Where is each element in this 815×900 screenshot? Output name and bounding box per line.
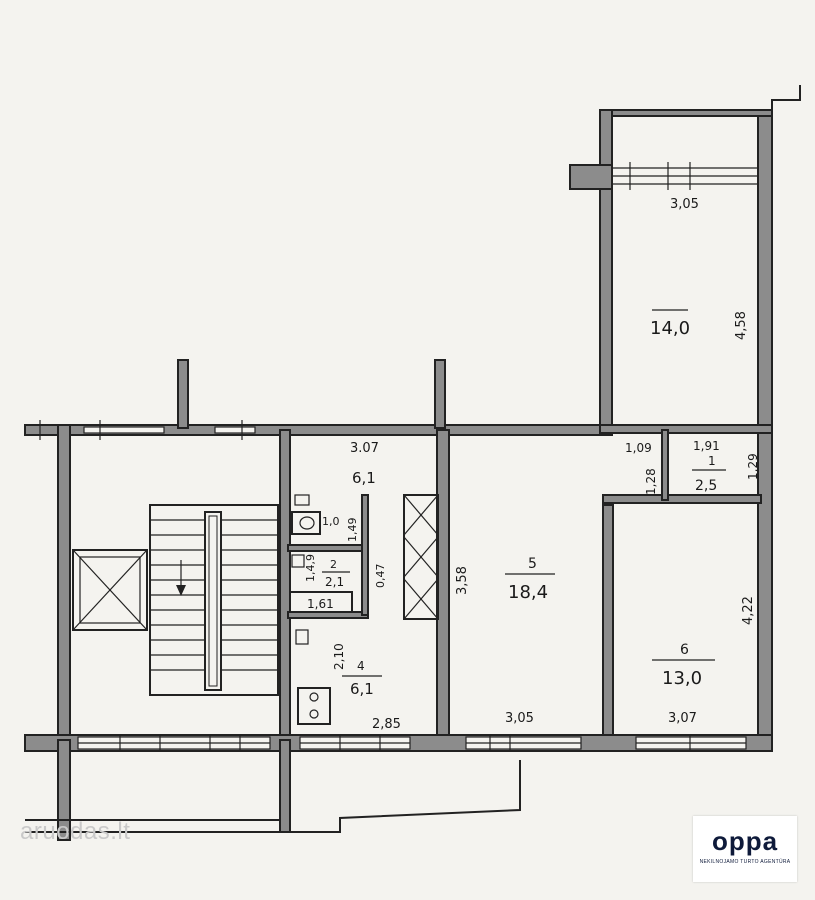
wall-room5-room6 (602, 504, 614, 746)
room1-left-wall (661, 429, 669, 501)
room7-depth: 4,58 (734, 311, 749, 340)
room2-number: 2 (330, 558, 337, 571)
stair-direction-arrow (176, 585, 186, 596)
room3-width: 3.07 (350, 441, 379, 456)
wall-stair-kitchen (279, 429, 291, 741)
room6-top-wall (602, 494, 762, 504)
landing-right (279, 739, 291, 833)
room1-area: 2,5 (695, 478, 717, 494)
top-stub-1 (177, 359, 189, 429)
bath-side: 1,61 (307, 597, 334, 611)
toilet (291, 511, 321, 535)
room2-width: 1,4,9 (304, 554, 317, 582)
corridor-side: 1,28 (644, 468, 658, 495)
toilet-side: 1,49 (346, 518, 359, 543)
room4-area: 6,1 (350, 680, 374, 698)
sink (291, 554, 305, 568)
room6-area: 13,0 (662, 668, 702, 689)
room7-top-wall (603, 109, 773, 117)
room4-depth: 2,10 (332, 643, 346, 670)
room7-area: 14,0 (650, 318, 690, 339)
bathtub (289, 591, 353, 613)
room1-depth: 1,29 (746, 453, 760, 480)
room7-left-wall (599, 109, 613, 436)
room4-width: 2,85 (372, 717, 401, 732)
room5-depth: 3,58 (455, 566, 470, 595)
watermark: aruodas.lt (20, 818, 131, 845)
elevator-shaft (72, 549, 148, 631)
room2-area: 2,1 (325, 575, 344, 589)
room6-number: 6 (680, 642, 689, 658)
room7-width: 3,05 (670, 197, 699, 212)
corridor-width: 1,09 (625, 441, 652, 455)
room2-depth: 0,47 (374, 564, 387, 589)
toilet-area: 1,0 (322, 515, 340, 528)
balcony-stub (569, 164, 613, 190)
agency-logo[interactable]: oppa NEKILNOJAMO TURTO AGENTŪRA (693, 816, 797, 882)
kitchen-sink (295, 629, 309, 645)
stove (297, 687, 331, 725)
ventilation-shaft (403, 494, 439, 620)
room1-width: 1,91 (693, 439, 720, 453)
room1-number: 1 (708, 454, 716, 468)
top-stub-2 (434, 359, 446, 429)
room6-width: 3,07 (668, 711, 697, 726)
labels: 3,05 14,0 4,58 1,09 1,28 1,91 1 2,5 1,29… (304, 197, 760, 732)
sanitary-block (287, 494, 439, 725)
room3-area: 6,1 (352, 469, 376, 487)
room5-area: 18,4 (508, 582, 548, 603)
room6-depth: 4,22 (741, 596, 756, 625)
toilet-tank (294, 494, 310, 506)
room4-number: 4 (357, 659, 365, 673)
windows (39, 420, 747, 751)
room5-number: 5 (528, 556, 537, 572)
logo-tagline: NEKILNOJAMO TURTO AGENTŪRA (699, 859, 791, 865)
corridor-top-wall (599, 424, 773, 434)
room5-width: 3,05 (505, 711, 534, 726)
logo-name: oppa (711, 826, 779, 856)
staircase (72, 504, 279, 696)
